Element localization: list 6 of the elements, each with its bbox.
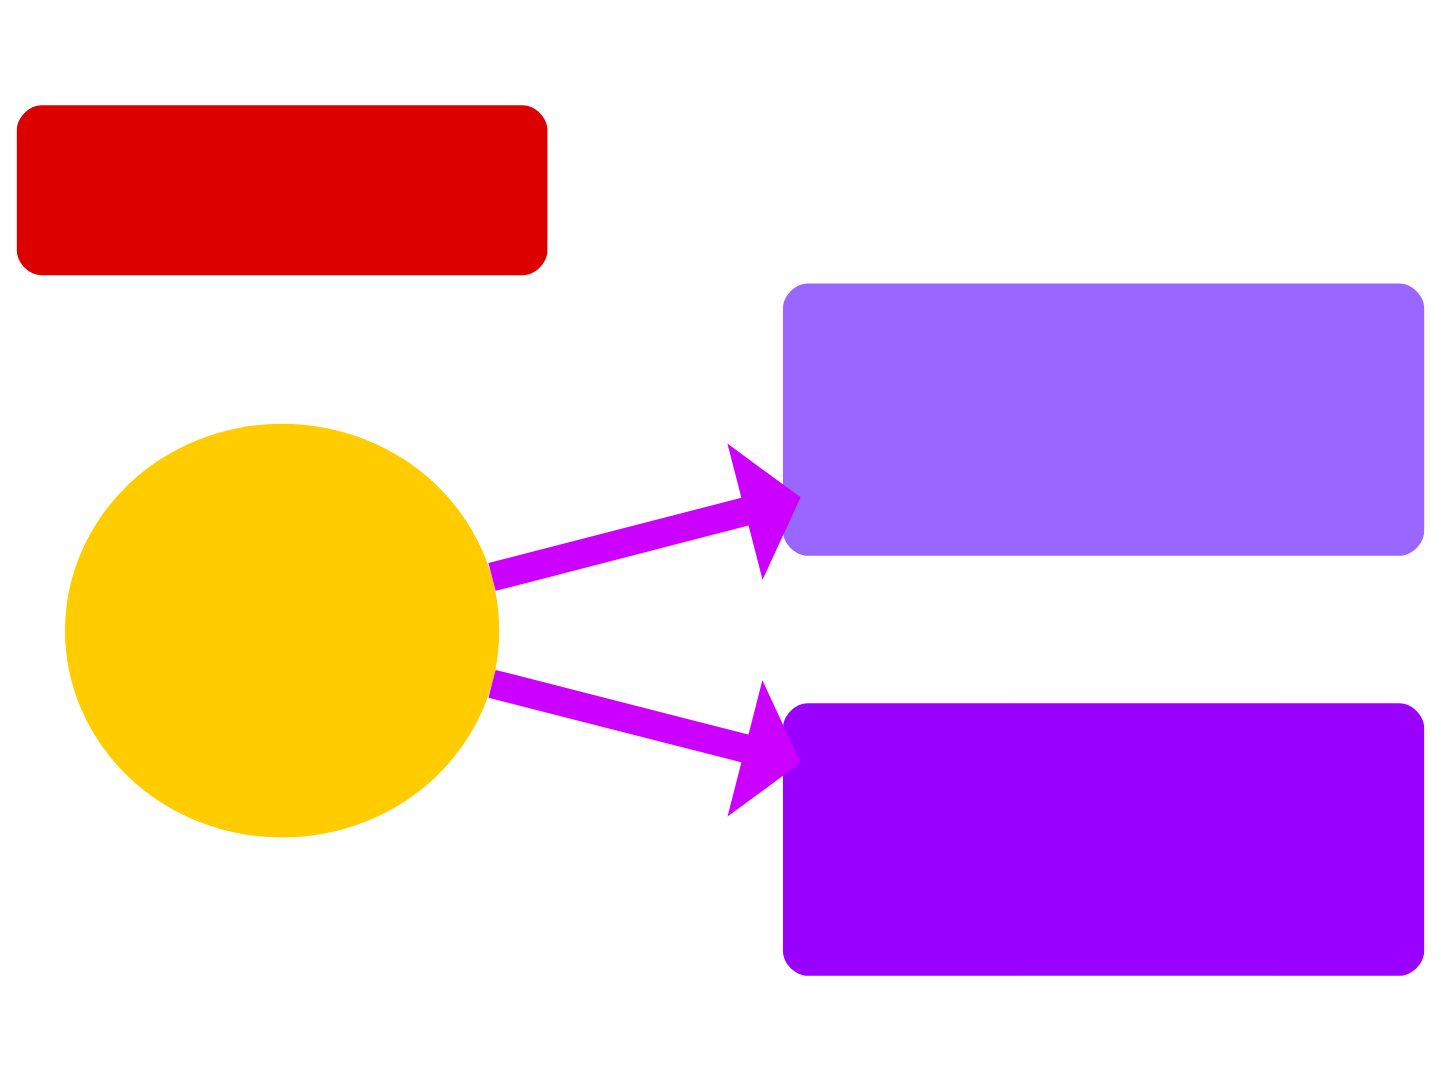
node-box — [16, 105, 548, 276]
node-box — [783, 283, 1425, 556]
arrow — [488, 443, 801, 591]
node-box — [783, 703, 1425, 976]
arrow — [488, 669, 801, 817]
node-circle — [65, 423, 500, 838]
